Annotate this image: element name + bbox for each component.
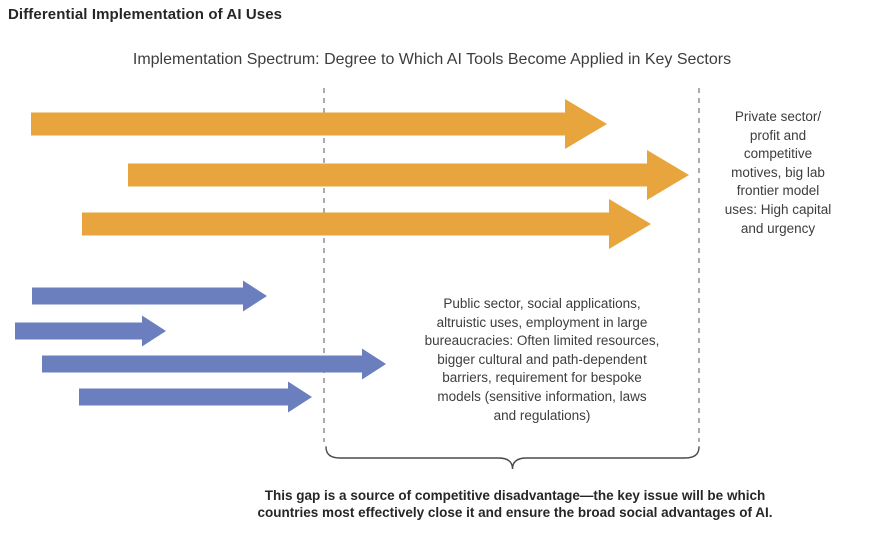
- private-sector-arrow-1: [31, 99, 607, 149]
- private-sector-arrow-3: [82, 199, 651, 249]
- gap-brace: [325, 446, 700, 470]
- public-sector-label: Public sector, social applications, altr…: [424, 296, 660, 423]
- page-title: Differential Implementation of AI Uses: [8, 6, 283, 23]
- private-sector-arrow-2: [128, 150, 689, 200]
- private-sector-label: Private sector/ profit and competitive m…: [724, 109, 832, 236]
- public-sector-arrow-2: [15, 315, 166, 347]
- gap-caption: This gap is a source of competitive disa…: [257, 488, 773, 520]
- public-sector-arrow-1: [32, 280, 267, 312]
- public-sector-arrow-4: [79, 381, 312, 413]
- diagram-subtitle: Implementation Spectrum: Degree to Which…: [132, 51, 732, 68]
- public-sector-arrow-3: [42, 348, 386, 380]
